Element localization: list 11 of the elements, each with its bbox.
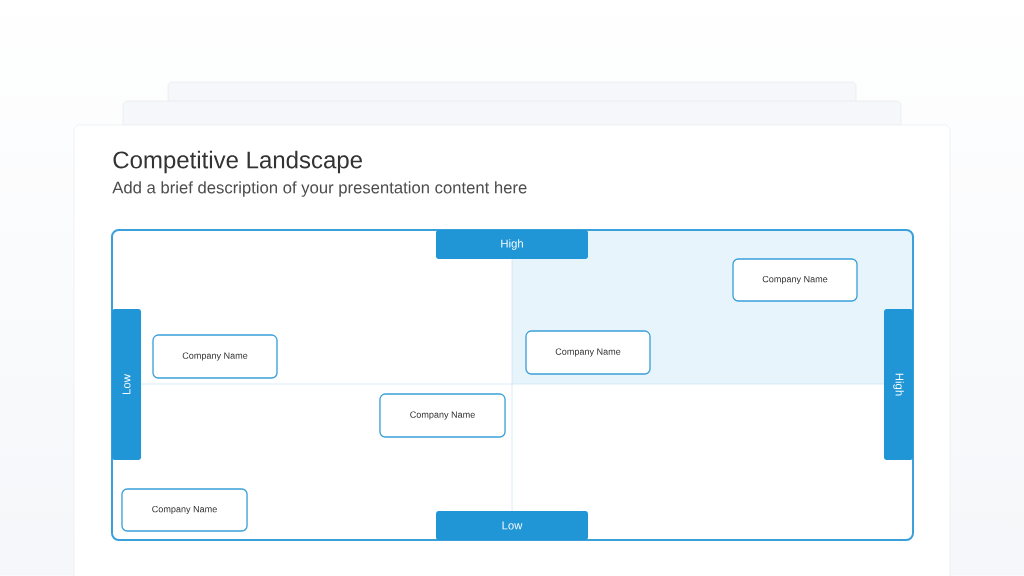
axis-tab: Low	[111, 309, 142, 460]
title: Competitive Landscape	[113, 150, 362, 174]
company-box: Company Name	[379, 393, 506, 438]
company-box: Company Name	[732, 258, 858, 302]
subtitle: Add a brief description of your presentation content here	[112, 181, 527, 197]
company-box: Company Name	[152, 334, 278, 379]
axis-tab: Low	[436, 510, 588, 541]
axis-tab: High	[436, 229, 588, 260]
company-box: Company Name	[121, 488, 248, 532]
axis-tab: High	[884, 309, 914, 460]
company-box: Company Name	[525, 330, 651, 375]
